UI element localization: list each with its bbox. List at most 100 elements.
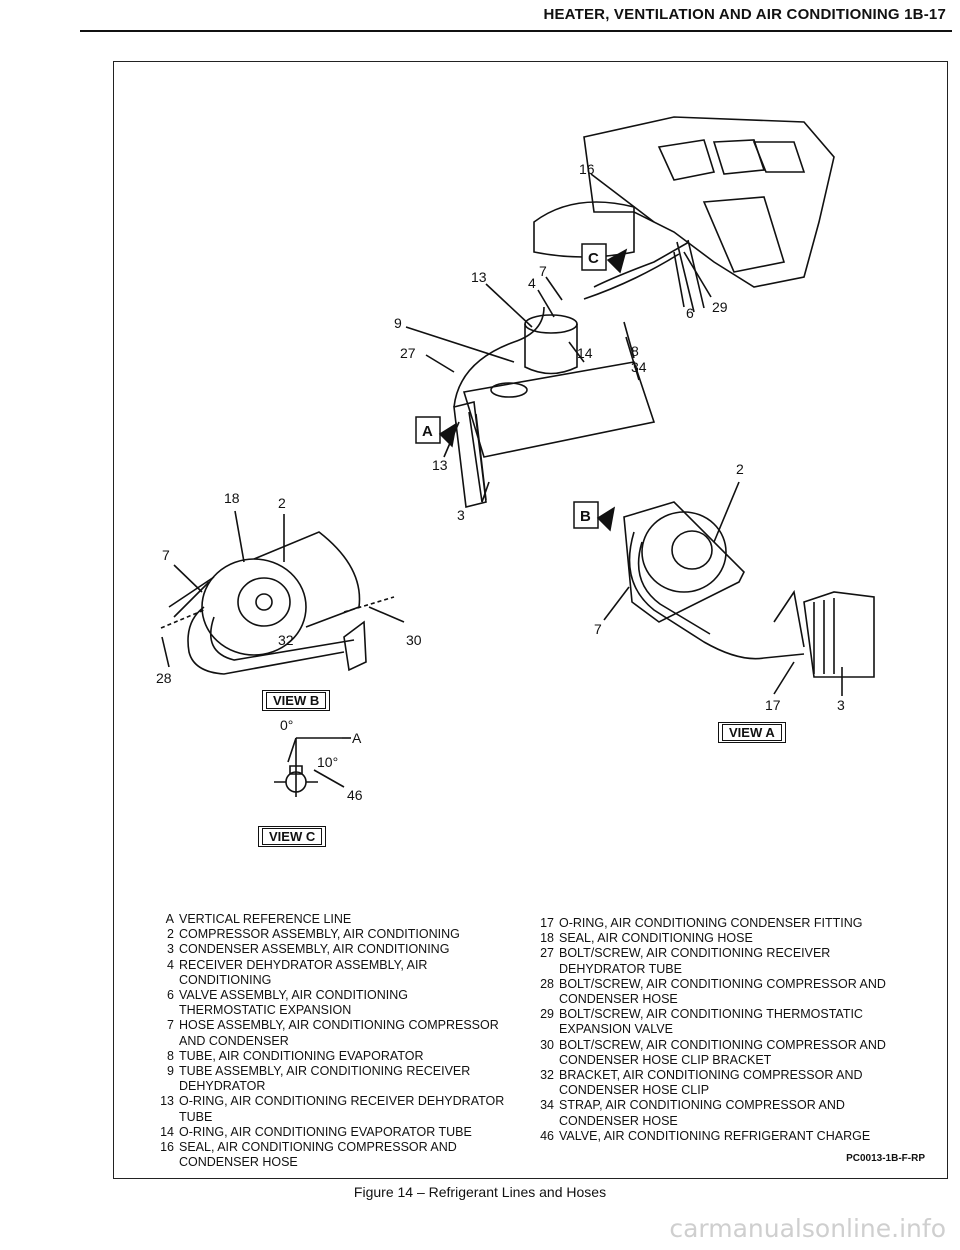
angle-ten-label: 10° [317, 754, 338, 770]
view-a-label: VIEW A [718, 722, 786, 743]
view-marker-c: C [581, 243, 628, 274]
marker-c-text: C [588, 250, 599, 267]
legend-item: 13 O-RING, AIR CONDITIONING RECEIVER DEHY… [152, 1094, 532, 1124]
marker-a-text: A [422, 423, 433, 440]
legend-text: STRAP, AIR CONDITIONING COMPRESSOR AND C… [559, 1098, 845, 1128]
legend-text: O-RING, AIR CONDITIONING RECEIVER DEHYDR… [179, 1094, 505, 1124]
legend-text: SEAL, AIR CONDITIONING COMPRESSOR AND CO… [179, 1140, 457, 1170]
legend-text: VERTICAL REFERENCE LINE [179, 912, 352, 926]
legend-item: 34 STRAP, AIR CONDITIONING COMPRESSOR AND… [532, 1098, 932, 1128]
callout-labels: 16 13 7 4 9 27 14 8 34 6 29 13 3 2 18 2 … [156, 161, 845, 803]
legend-key: 29 [540, 1007, 554, 1022]
legend-item: 17 O-RING, AIR CONDITIONING CONDENSER FIT… [532, 916, 932, 931]
legend-text: VALVE ASSEMBLY, AIR CONDITIONING THERMOS… [179, 988, 409, 1018]
callout-14: 14 [577, 345, 593, 361]
callout-18: 18 [224, 490, 240, 506]
legend-item: 14 O-RING, AIR CONDITIONING EVAPORATOR TU… [152, 1125, 532, 1140]
callout-8: 8 [631, 343, 639, 359]
legend-item: 18 SEAL, AIR CONDITIONING HOSE [532, 931, 932, 946]
legend-key: 30 [540, 1037, 554, 1052]
legend-text: COMPRESSOR ASSEMBLY, AIR CONDITIONING [179, 927, 460, 942]
legend-text: VALVE, AIR CONDITIONING REFRIGERANT CHAR… [559, 1128, 871, 1143]
legend-item: 7 HOSE ASSEMBLY, AIR CONDITIONING COMPRES… [152, 1018, 532, 1048]
header-rule [80, 30, 952, 32]
legend-key: 16 [160, 1140, 174, 1155]
legend-text: O-RING, AIR CONDITIONING CONDENSER FITTI… [559, 916, 863, 930]
diagram-linework [160, 116, 875, 797]
callout-29: 29 [712, 299, 728, 315]
legend-key: 27 [540, 946, 554, 961]
callout-9: 9 [394, 315, 402, 331]
marker-b-text: B [580, 508, 591, 525]
legend-key: 18 [540, 931, 554, 946]
legend-text: SEAL, AIR CONDITIONING HOSE [559, 931, 753, 946]
callout-13: 13 [432, 457, 448, 473]
callout-27: 27 [400, 345, 416, 361]
legend-text: BOLT/SCREW, AIR CONDITIONING THERMOSTATI… [559, 1007, 863, 1037]
legend-key: 14 [160, 1124, 174, 1139]
refrigerant-diagram: 16 13 7 4 9 27 14 8 34 6 29 13 3 2 18 2 … [156, 116, 875, 803]
watermark: carmanualsonline.info [669, 1214, 946, 1243]
legend-item: 4 RECEIVER DEHYDRATOR ASSEMBLY, AIR CONDI… [152, 958, 532, 988]
legend-text: CONDENSER ASSEMBLY, AIR CONDITIONING [179, 942, 450, 957]
legend-text: TUBE, AIR CONDITIONING EVAPORATOR [179, 1048, 424, 1063]
legend-key: 8 [167, 1048, 174, 1063]
legend-key: 28 [540, 976, 554, 991]
callout-6: 6 [686, 305, 694, 321]
legend-item: 28 BOLT/SCREW, AIR CONDITIONING COMPRESSO… [532, 977, 932, 1007]
callout-A: A [352, 730, 362, 746]
legend-key: 3 [167, 942, 174, 957]
legend-right: 17 O-RING, AIR CONDITIONING CONDENSER FIT… [532, 916, 932, 1144]
legend-item: 3 CONDENSER ASSEMBLY, AIR CONDITIONING [152, 942, 532, 957]
legend-key: 7 [167, 1018, 174, 1033]
view-b-label: VIEW B [262, 690, 331, 711]
legend-item: A VERTICAL REFERENCE LINE [152, 912, 532, 927]
callout-2: 2 [278, 495, 286, 511]
legend-key: 2 [167, 927, 174, 942]
view-c-label: VIEW C [258, 826, 327, 847]
legend-text: BOLT/SCREW, AIR CONDITIONING RECEIVER DE… [559, 946, 831, 976]
callout-13: 13 [471, 269, 487, 285]
legend-key: 46 [540, 1128, 554, 1143]
figure-frame: 16 13 7 4 9 27 14 8 34 6 29 13 3 2 18 2 … [113, 61, 948, 1179]
callout-7: 7 [594, 621, 602, 637]
legend-key: 34 [540, 1098, 554, 1113]
legend-item: 6 VALVE ASSEMBLY, AIR CONDITIONING THERMO… [152, 988, 532, 1018]
callout-46: 46 [347, 787, 363, 803]
legend-text: RECEIVER DEHYDRATOR ASSEMBLY, AIR CONDIT… [179, 957, 428, 987]
legend-key: 4 [167, 957, 174, 972]
callout-3: 3 [837, 697, 845, 713]
callout-4: 4 [528, 275, 536, 291]
callout-17: 17 [765, 697, 781, 713]
callout-16: 16 [579, 161, 595, 177]
view-marker-b: B [573, 501, 616, 532]
legend-text: O-RING, AIR CONDITIONING EVAPORATOR TUBE [179, 1124, 472, 1139]
legend-left: A VERTICAL REFERENCE LINE 2 COMPRESSOR ASSE… [152, 912, 532, 1170]
legend-item: 8 TUBE, AIR CONDITIONING EVAPORATOR [152, 1049, 532, 1064]
callout-28: 28 [156, 670, 172, 686]
legend-item: 2 COMPRESSOR ASSEMBLY, AIR CONDITIONING [152, 927, 532, 942]
legend-item: 27 BOLT/SCREW, AIR CONDITIONING RECEIVER … [532, 946, 932, 976]
legend-key: 32 [540, 1068, 554, 1083]
figure-caption: Figure 14 – Refrigerant Lines and Hoses [353, 1184, 607, 1200]
part-code: PC0013-1B-F-RP [846, 1153, 925, 1164]
callout-32: 32 [278, 632, 294, 648]
callout-2: 2 [736, 461, 744, 477]
view-marker-a: A [415, 416, 458, 448]
callout-7: 7 [539, 263, 547, 279]
legend-item: 16 SEAL, AIR CONDITIONING COMPRESSOR AND … [152, 1140, 532, 1170]
legend-key: 17 [540, 916, 554, 930]
legend-key: A [165, 912, 174, 926]
legend-item: 29 BOLT/SCREW, AIR CONDITIONING THERMOSTA… [532, 1007, 932, 1037]
legend-item: 32 BRACKET, AIR CONDITIONING COMPRESSOR A… [532, 1068, 932, 1098]
angle-zero-label: 0° [280, 717, 293, 733]
callout-34: 34 [631, 359, 647, 375]
legend-text: HOSE ASSEMBLY, AIR CONDITIONING COMPRESS… [179, 1018, 499, 1048]
callout-7: 7 [162, 547, 170, 563]
legend-key: 6 [167, 988, 174, 1003]
legend-key: 13 [160, 1094, 174, 1109]
legend-text: BRACKET, AIR CONDITIONING COMPRESSOR AND… [559, 1068, 863, 1098]
legend-text: BOLT/SCREW, AIR CONDITIONING COMPRESSOR … [559, 976, 886, 1007]
